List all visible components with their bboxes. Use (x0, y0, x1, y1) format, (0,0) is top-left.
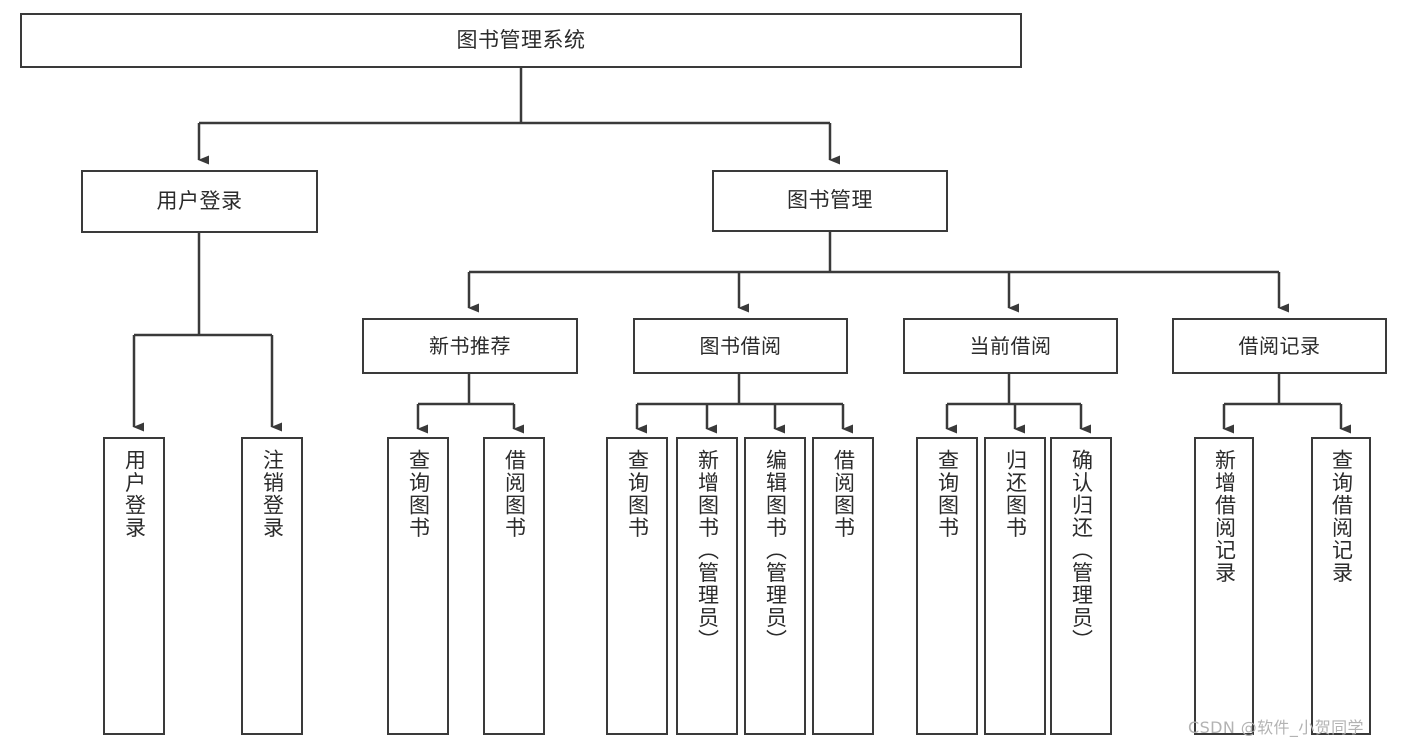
node-label: 确认归还（管理员） (1069, 449, 1094, 652)
node-label: 图书管理 (787, 188, 873, 213)
node-label: 当前借阅 (969, 333, 1052, 358)
node-label: 查询图书 (935, 449, 960, 539)
node-borrow-record[interactable]: 借阅记录 (1172, 318, 1387, 374)
leaf-book-borrow-edit[interactable]: 编辑图书（管理员） (744, 437, 806, 735)
node-label: 归还图书 (1003, 449, 1028, 539)
node-label: 注销登录 (260, 449, 285, 539)
csdn-watermark: CSDN @软件_小贺同学 (1188, 718, 1364, 737)
leaf-book-borrow-add[interactable]: 新增图书（管理员） (676, 437, 738, 735)
node-label: 借阅记录 (1238, 333, 1321, 358)
node-label: 用户登录 (122, 449, 147, 539)
node-label: 图书管理系统 (456, 27, 586, 52)
node-new-book-recommend[interactable]: 新书推荐 (362, 318, 578, 374)
node-label: 新增图书（管理员） (695, 449, 720, 652)
node-label: 查询图书 (406, 449, 431, 539)
leaf-book-borrow-lend[interactable]: 借阅图书 (812, 437, 874, 735)
node-system-root[interactable]: 图书管理系统 (20, 13, 1022, 68)
node-label: 用户登录 (156, 188, 243, 213)
node-book-manage[interactable]: 图书管理 (712, 170, 948, 232)
node-label: 查询借阅记录 (1329, 449, 1354, 584)
node-label: 借阅图书 (502, 449, 527, 539)
node-book-borrow[interactable]: 图书借阅 (633, 318, 848, 374)
node-label: 编辑图书（管理员） (763, 449, 788, 652)
node-label: 查询图书 (625, 449, 650, 539)
node-label: 图书借阅 (699, 333, 782, 358)
leaf-current-borrow-query[interactable]: 查询图书 (916, 437, 978, 735)
leaf-new-book-borrow[interactable]: 借阅图书 (483, 437, 545, 735)
leaf-book-borrow-query[interactable]: 查询图书 (606, 437, 668, 735)
node-label: 新增借阅记录 (1212, 449, 1237, 584)
leaf-user-login-signout[interactable]: 注销登录 (241, 437, 303, 735)
leaf-current-borrow-confirm[interactable]: 确认归还（管理员） (1050, 437, 1112, 735)
leaf-current-borrow-return[interactable]: 归还图书 (984, 437, 1046, 735)
node-user-login[interactable]: 用户登录 (81, 170, 318, 233)
node-label: 新书推荐 (429, 333, 511, 358)
leaf-user-login-signin[interactable]: 用户登录 (103, 437, 165, 735)
node-current-borrow[interactable]: 当前借阅 (903, 318, 1118, 374)
leaf-borrow-record-add[interactable]: 新增借阅记录 (1194, 437, 1254, 735)
node-label: 借阅图书 (831, 449, 856, 539)
leaf-new-book-query[interactable]: 查询图书 (387, 437, 449, 735)
leaf-borrow-record-query[interactable]: 查询借阅记录 (1311, 437, 1371, 735)
